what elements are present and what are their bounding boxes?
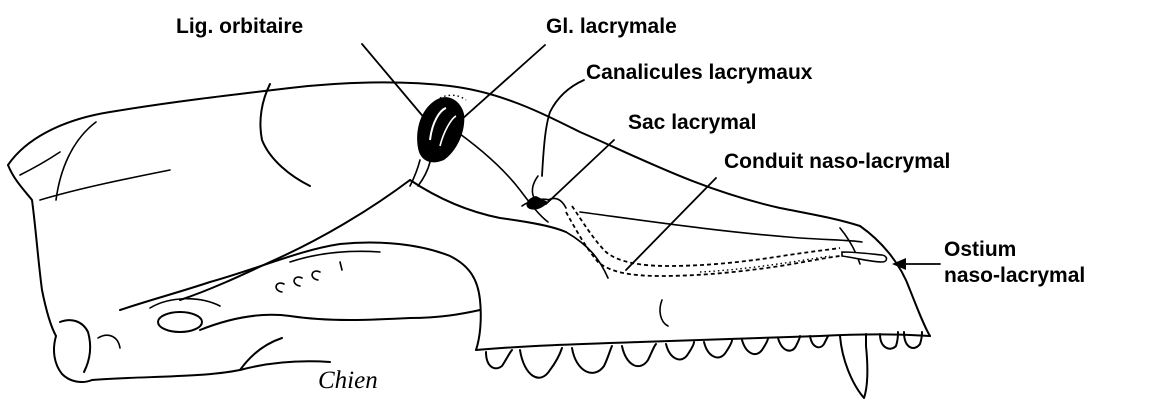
label-ostium-line2: naso-lacrymal (944, 264, 1085, 287)
label-ostium-line1: Ostium (944, 238, 1016, 261)
skull-drawing (8, 82, 930, 398)
caption-species: Chien (318, 367, 378, 394)
label-sac-lacrymal: Sac lacrymal (628, 111, 756, 134)
label-conduit-naso-lacrymal: Conduit naso-lacrymal (724, 150, 950, 173)
label-gl-lacrymale: Gl. lacrymale (546, 15, 677, 38)
label-lig-orbitaire: Lig. orbitaire (176, 15, 303, 38)
label-canalicules-lacrymaux: Canalicules lacrymaux (586, 61, 813, 84)
